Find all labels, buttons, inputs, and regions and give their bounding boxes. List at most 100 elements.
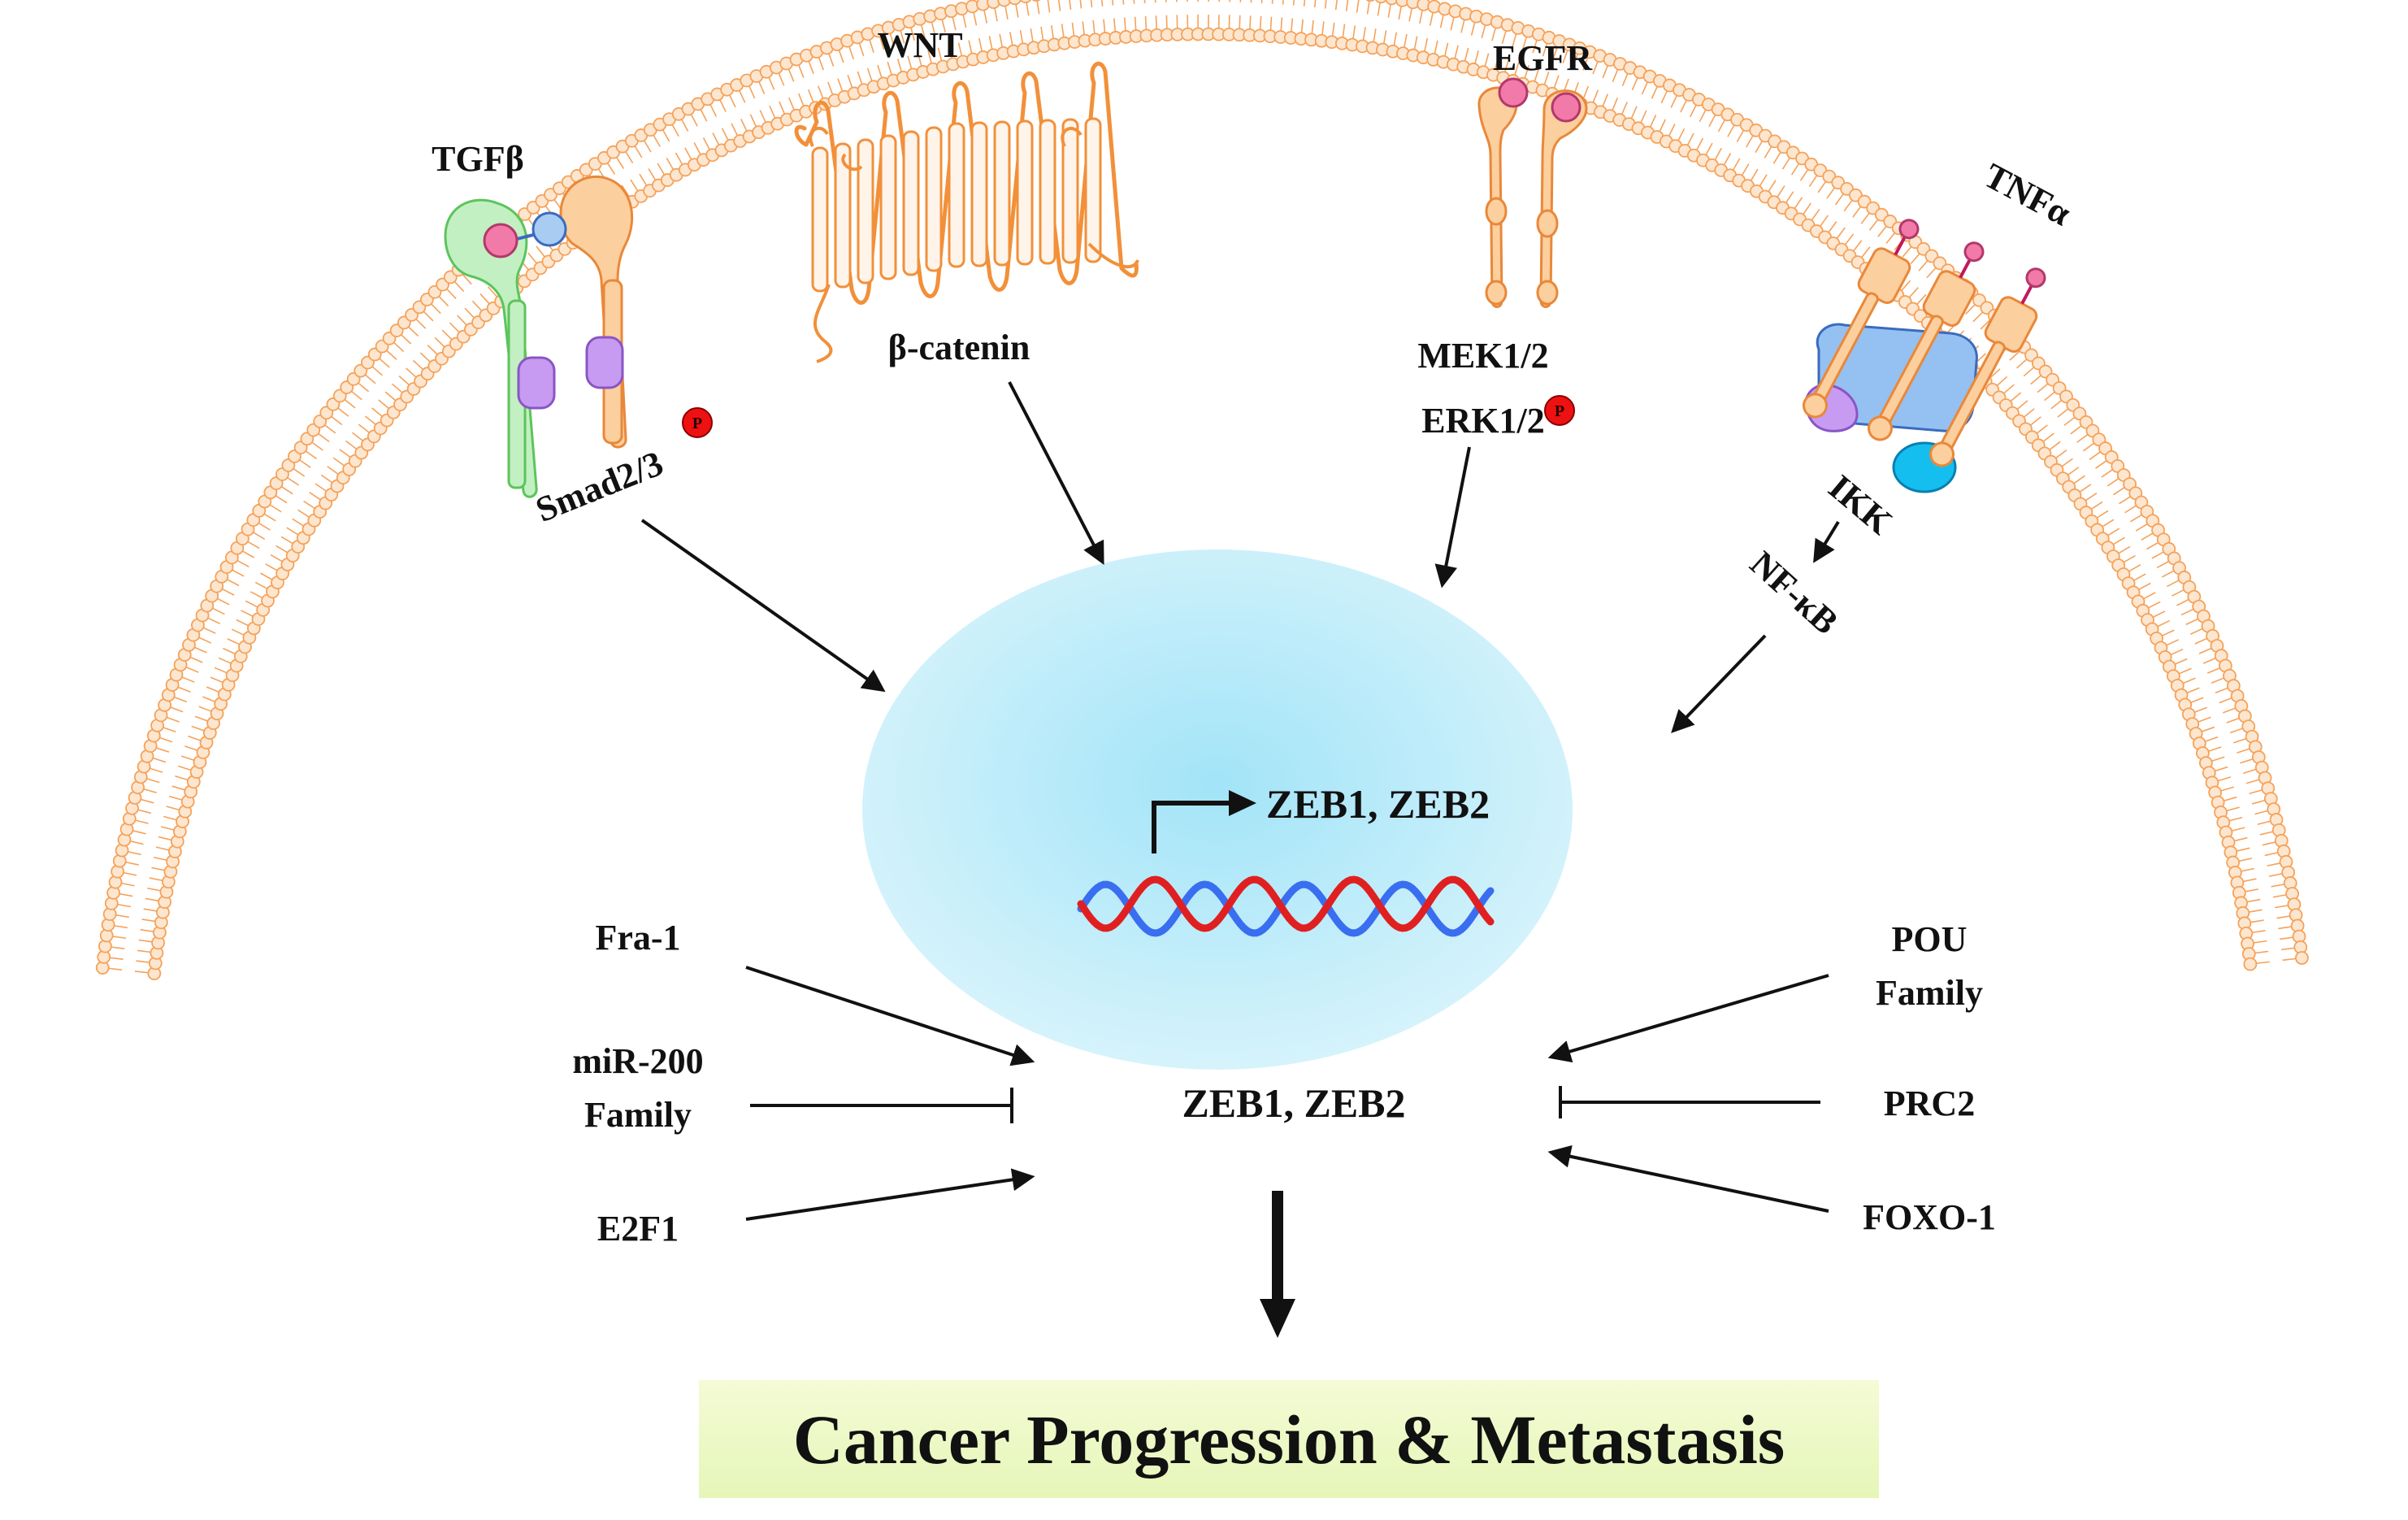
lipid-tail (1366, 0, 1370, 15)
lipid-tail (1079, 0, 1083, 9)
phospho-erk: P (1544, 395, 1575, 426)
tgfb-ligand-pink (483, 223, 518, 258)
label-mek: MEK1/2 (1417, 336, 1548, 376)
lipid-tail (1271, 0, 1273, 4)
arrow-fra1-to-zeb (745, 966, 1035, 1066)
egfr-receptor (1477, 77, 1588, 308)
frizzled-helix (970, 121, 988, 267)
tnf-receptor-foot (1867, 415, 1893, 441)
label-foxo1: FOXO-1 (1863, 1197, 1996, 1237)
lipid-tail (1112, 0, 1114, 6)
lipid-tail (1176, 0, 1178, 2)
tnf-receptor-foot (1929, 441, 1955, 467)
label-nucleus-genes: ZEB1, ZEB2 (1266, 781, 1490, 827)
lipid-tail (1324, 0, 1327, 9)
lipid-head (2294, 951, 2309, 965)
arrow-ikk-to-nfkb (1813, 520, 1840, 563)
label-egfr: EGFR (1493, 38, 1593, 78)
frizzled-helix (902, 130, 920, 276)
lipid-tail (1239, 0, 1242, 2)
label-smad: Smad2/3 (530, 443, 668, 530)
lipid-tail (1377, 0, 1382, 16)
tnf-receptor (1929, 267, 2046, 467)
transcription-start-arrow (1152, 790, 1256, 853)
lipid-tail (1025, 0, 1030, 16)
label-outcome: Cancer Progression & Metastasis (793, 1401, 1785, 1479)
label-zeb-core: ZEB1, ZEB2 (1182, 1080, 1405, 1126)
frizzled-helix (879, 134, 897, 280)
lipid-tail (1292, 0, 1295, 6)
wnt-frizzled-receptor (794, 61, 1139, 363)
label-bcatenin: β-catenin (888, 328, 1030, 367)
tgfb-kinase-domain-left (517, 356, 556, 410)
frizzled-seven-pass-receptor (794, 61, 1139, 305)
tnf-ligand (1898, 219, 1920, 240)
phospho-smad: P (682, 407, 713, 438)
frizzled-helix (925, 126, 943, 272)
lipid-tail (1345, 0, 1349, 11)
lipid-head (1031, 0, 1041, 2)
dna-strand-red (1077, 875, 1495, 932)
lipid-head (997, 0, 1012, 7)
label-wnt: WNT (877, 25, 962, 65)
lipid-tail (1154, 0, 1156, 3)
frizzled-helix (857, 138, 874, 284)
frizzled-helix (1016, 119, 1034, 266)
dna-helix (1077, 875, 1495, 937)
frizzled-n-tail (1087, 242, 1139, 269)
lipid-head (2243, 957, 2258, 971)
lipid-tail (1069, 0, 1072, 11)
tnf-receptor-foot (1802, 393, 1828, 419)
frizzled-helix (948, 122, 965, 268)
tgfb-kinase-domain-right (585, 336, 624, 389)
tnfa-receptor-complex (1802, 219, 2046, 493)
lipid-tail (1133, 0, 1135, 4)
arrow-nfkb-to-nucleus (1671, 634, 1767, 734)
pathway-arrows (640, 381, 1840, 1338)
label-pou-line2: Family (1876, 973, 1983, 1013)
svg-text:P: P (1555, 402, 1564, 420)
egfr-monomer-right (1539, 89, 1588, 308)
arrow-foxo1-to-zeb (1547, 1144, 1829, 1213)
egf-ligand-right (1551, 92, 1581, 123)
lipid-tail (1101, 0, 1104, 7)
label-pou-line1: POU (1892, 919, 1968, 959)
lipid-tail (1047, 0, 1051, 13)
arrow-zeb-to-outcome (1260, 1191, 1295, 1338)
lipid-tail (1143, 0, 1146, 3)
lipid-head (1365, 0, 1375, 2)
arrow-smad-to-nucleus (640, 519, 886, 693)
egfr-knob-right-1 (1536, 209, 1559, 238)
lipid-tail (1250, 0, 1252, 3)
lipid-tail (1122, 0, 1125, 5)
tnf-receptor (1867, 241, 1985, 441)
lipid-tail (1260, 0, 1263, 4)
frizzled-c-tail (814, 284, 833, 363)
label-erk: ERK1/2 (1421, 401, 1545, 441)
egfr-knob-right-2 (1536, 280, 1559, 306)
egfr-knob-left-1 (1485, 197, 1508, 226)
lipid-tail (1334, 0, 1338, 11)
lipid-head (1008, 0, 1022, 6)
lipid-tail (1356, 0, 1360, 13)
lipid-tail (1057, 0, 1061, 11)
svg-text:P: P (692, 415, 702, 432)
dna-strand-blue (1077, 880, 1495, 937)
lipid-tail (1303, 0, 1306, 7)
egfr-knob-left-2 (1485, 280, 1508, 306)
lipid-tail (1165, 0, 1167, 2)
egf-ligand-left (1498, 77, 1529, 108)
label-tnfa: TNFα (1978, 155, 2078, 233)
frizzled-helix (1084, 117, 1102, 263)
label-e2f1: E2F1 (597, 1209, 679, 1249)
tgfb-receptor-complex (444, 175, 634, 498)
lipid-head (1385, 0, 1399, 6)
label-fra1: Fra-1 (595, 918, 680, 958)
frizzled-helix (811, 146, 829, 293)
frizzled-helix (834, 142, 852, 289)
lipid-tail (1282, 0, 1284, 5)
label-prc2: PRC2 (1884, 1084, 1975, 1123)
frizzled-helix (993, 120, 1011, 267)
nucleus (862, 549, 1573, 1070)
